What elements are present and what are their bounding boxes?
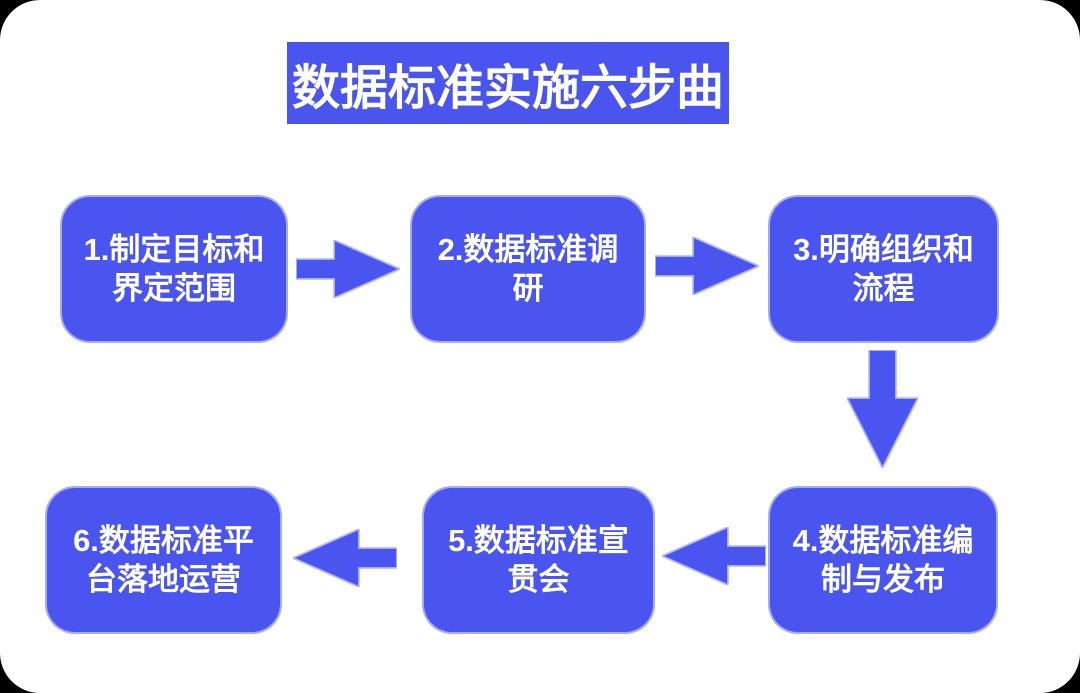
- arrow-left-icon: [662, 527, 766, 585]
- step-3-line-1: 3.明确组织和: [793, 232, 974, 267]
- arrow-right-icon: [655, 237, 759, 295]
- step-box-2: 2.数据标准调 研: [410, 195, 646, 343]
- arrow-right-icon: [296, 240, 400, 298]
- step-6-line-1: 6.数据标准平: [73, 523, 254, 558]
- step-5-line-2: 贯会: [507, 562, 570, 597]
- step-1-line-1: 1.制定目标和: [83, 232, 265, 267]
- step-2-line-1: 2.数据标准调: [437, 232, 619, 267]
- step-2-line-2: 研: [512, 271, 544, 306]
- diagram-title: 数据标准实施六步曲: [287, 42, 730, 124]
- arrow-left-icon: [293, 529, 397, 587]
- arrow-down-icon: [847, 350, 918, 468]
- step-3-line-2: 流程: [852, 271, 915, 306]
- step-5-line-1: 5.数据标准宣: [448, 523, 629, 558]
- step-box-3: 3.明确组织和 流程: [768, 195, 999, 343]
- step-box-1: 1.制定目标和 界定范围: [60, 195, 288, 343]
- step-box-6: 6.数据标准平 台落地运营: [45, 486, 282, 634]
- step-6-line-2: 台落地运营: [86, 562, 241, 597]
- step-4-line-1: 4.数据标准编: [792, 523, 974, 558]
- step-4-line-2: 制与发布: [821, 562, 945, 597]
- step-1-line-2: 界定范围: [112, 271, 236, 306]
- step-box-4: 4.数据标准编 制与发布: [768, 486, 998, 634]
- step-box-5: 5.数据标准宣 贯会: [422, 486, 655, 634]
